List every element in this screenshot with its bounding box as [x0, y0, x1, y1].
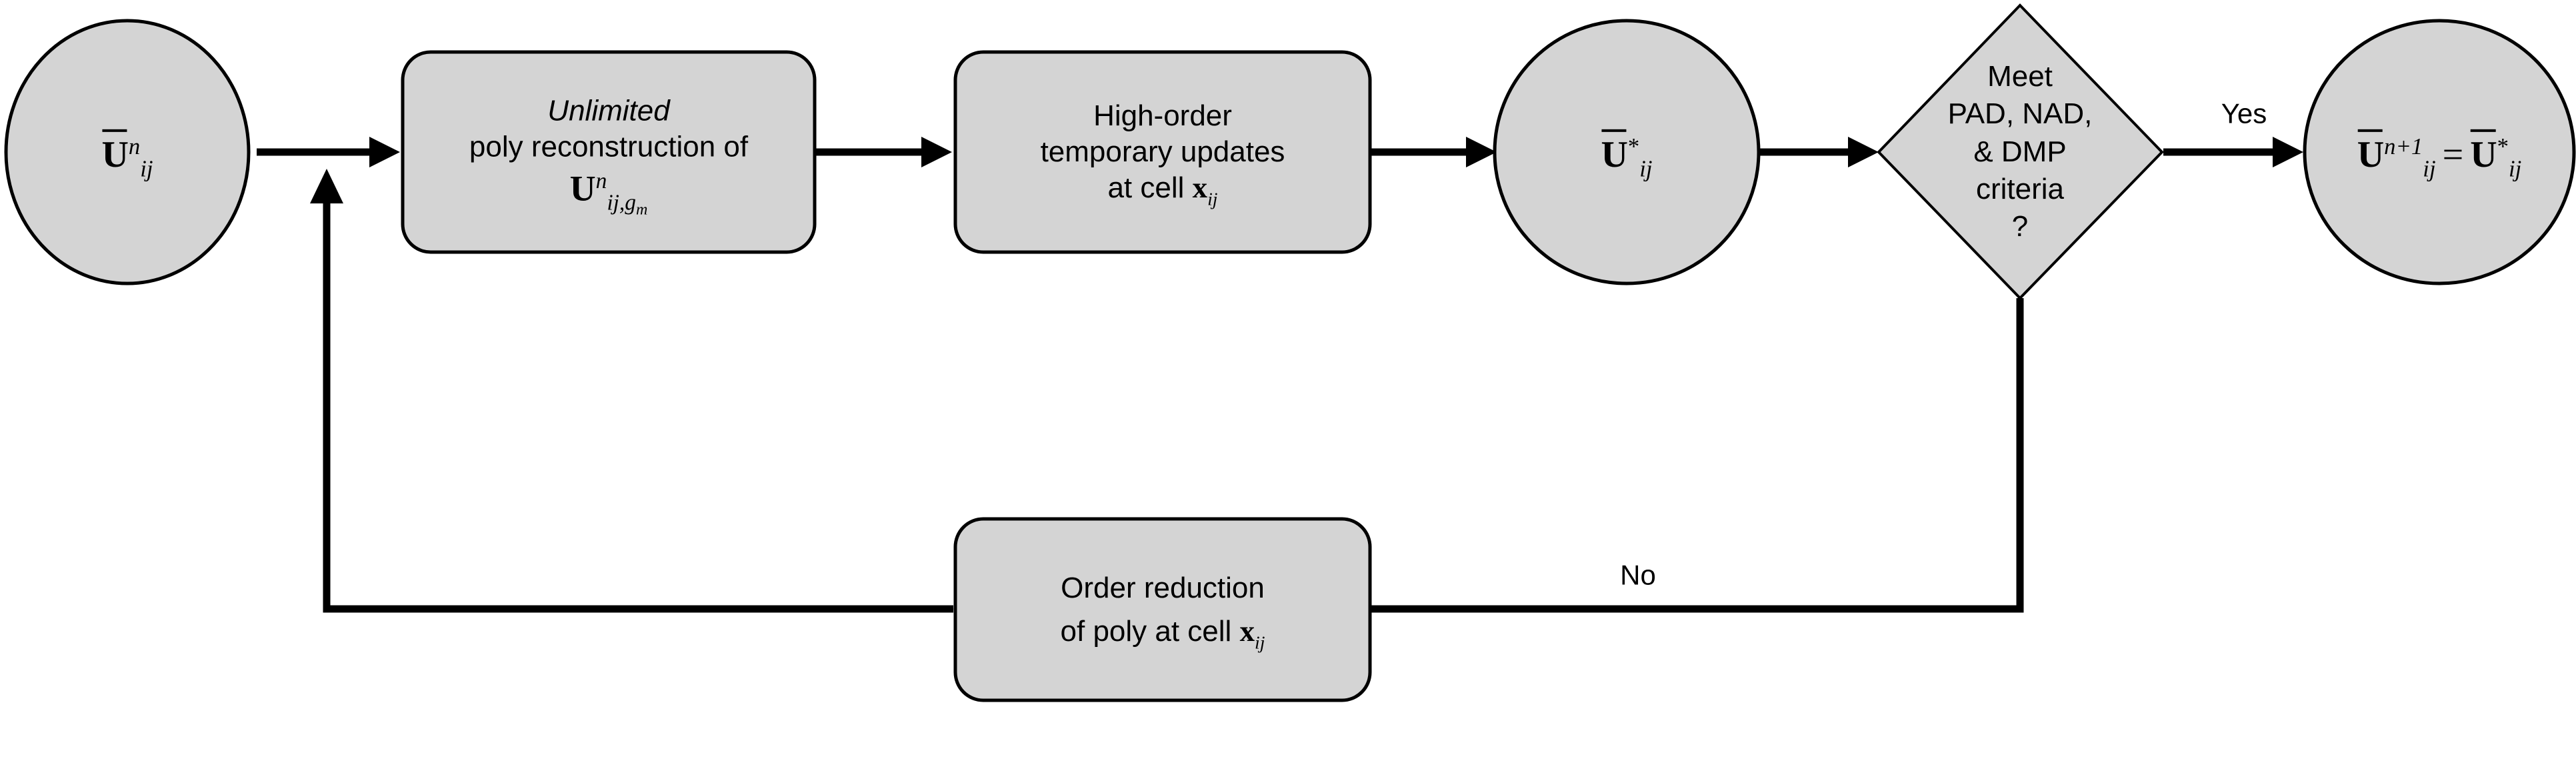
accepted-state-operator: =	[2442, 133, 2464, 175]
node-accepted-state[interactable]	[2303, 19, 2576, 285]
criteria-line-4: criteria	[1975, 173, 2065, 206]
start-state-label: Unij	[101, 129, 153, 182]
edge-label-yes: Yes	[2221, 97, 2267, 129]
order-reduction-label: Order reduction of poly at cell xij	[1060, 570, 1265, 654]
criteria-line-3: & DMP	[1973, 135, 2067, 168]
temporary-updates-line1: High-order	[1093, 99, 1232, 132]
edge-decision-yes	[2163, 137, 2303, 167]
candidate-state-label: U*ij	[1601, 129, 1653, 182]
criteria-decision-label: Meet PAD, NAD, & DMP criteria ?	[1948, 58, 2093, 246]
order-reduction-line1: Order reduction	[1061, 571, 1265, 604]
criteria-line-5: ?	[2011, 210, 2029, 243]
poly-reconstruction-label: Unlimited poly reconstruction of Unij,gm	[469, 93, 749, 219]
edge-updates-to-candidate	[1370, 137, 1497, 167]
poly-reconstruction-line2: poly reconstruction of	[469, 130, 749, 163]
node-criteria-decision[interactable]	[1877, 3, 2164, 300]
edge-candidate-to-decision	[1759, 137, 1879, 167]
edge-reduction-feedback	[310, 169, 953, 613]
node-start-state[interactable]	[4, 19, 251, 285]
temporary-updates-label: High-order temporary updates at cell xij	[1040, 98, 1285, 210]
edge-label-no: No	[1620, 559, 1656, 591]
poly-reconstruction-math: Unij,gm	[569, 168, 648, 219]
temporary-updates-cell-math: xij	[1192, 171, 1218, 210]
edge-poly-to-updates	[815, 137, 952, 167]
node-order-reduction[interactable]	[953, 517, 1372, 702]
node-poly-reconstruction[interactable]	[401, 50, 817, 254]
node-temporary-updates[interactable]	[953, 50, 1372, 254]
accepted-state-label: Un+1ij=U*ij	[2357, 129, 2522, 182]
order-reduction-cell-math: xij	[1239, 614, 1265, 654]
node-candidate-state[interactable]	[1493, 19, 1761, 285]
criteria-line-1: Meet	[1987, 60, 2053, 93]
temporary-updates-line3-prefix: at cell	[1107, 171, 1185, 205]
temporary-updates-line2: temporary updates	[1040, 135, 1285, 168]
criteria-line-2: PAD, NAD,	[1947, 97, 2093, 131]
order-reduction-line2-prefix: of poly at cell	[1060, 614, 1232, 648]
poly-reconstruction-emphasis: Unlimited	[547, 94, 670, 127]
edge-start-to-poly	[257, 137, 400, 167]
